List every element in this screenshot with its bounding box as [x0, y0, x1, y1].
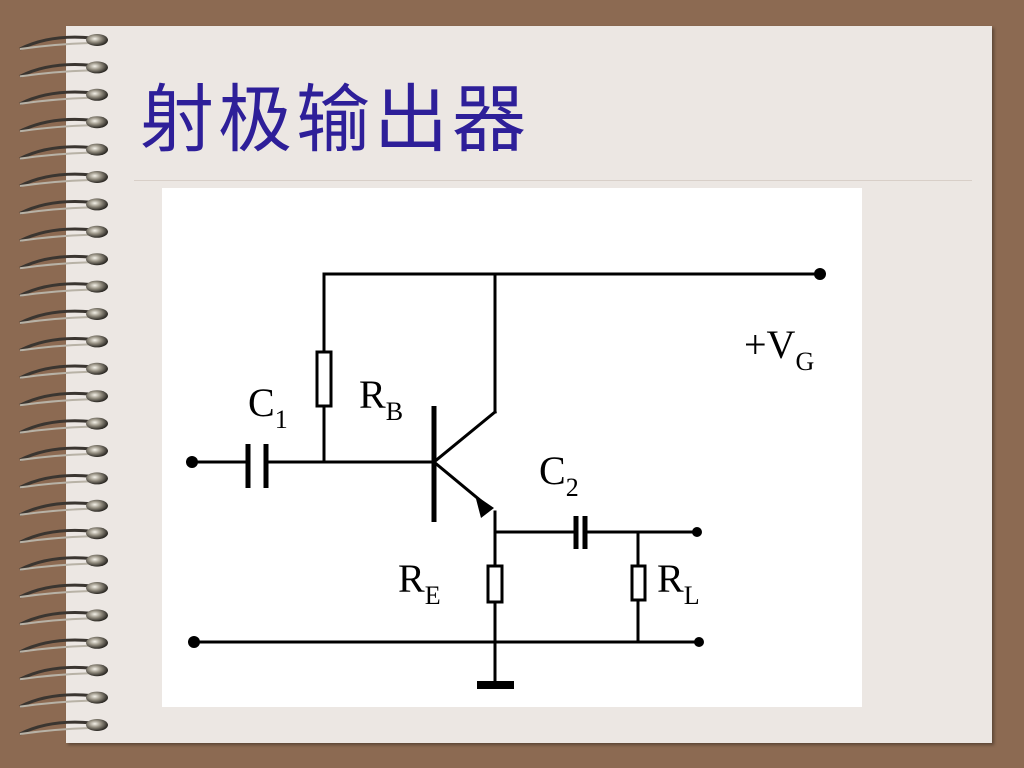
binder-ring — [19, 225, 108, 243]
binder-ring — [19, 198, 108, 215]
binder-ring — [19, 390, 108, 407]
binder-ring — [19, 88, 108, 106]
rb-label: RB — [359, 372, 403, 426]
spiral-rings — [19, 34, 108, 736]
ground-right-terminal — [694, 637, 704, 647]
binder-ring — [19, 445, 108, 462]
re-label: RE — [398, 556, 441, 610]
binder-ring — [19, 362, 108, 380]
slide-title: 射极输出器 — [140, 77, 530, 163]
resistor-rl — [630, 564, 647, 602]
binder-ring — [19, 61, 108, 78]
input-terminal — [186, 456, 198, 468]
rl-label: RL — [657, 556, 700, 610]
title-divider — [134, 180, 972, 181]
binder-ring — [19, 472, 108, 489]
binder-ring — [19, 554, 108, 571]
c2-label: C2 — [539, 448, 579, 502]
binder-ring — [19, 308, 108, 325]
supply-terminal — [814, 268, 826, 280]
output-terminal — [692, 527, 702, 537]
binder-ring — [19, 664, 108, 681]
binder-ring — [19, 691, 108, 708]
circuit-figure: C1 RB +VG C2 RE RL — [162, 188, 862, 707]
c1-label: C1 — [248, 380, 288, 434]
emitter-follower-circuit: C1 RB +VG C2 RE RL — [186, 268, 826, 689]
binder-ring — [19, 143, 108, 160]
binder-ring — [19, 719, 108, 736]
binder-ring — [19, 116, 108, 133]
binder-ring — [19, 253, 108, 270]
spiral-binding — [19, 34, 108, 736]
binder-ring — [19, 34, 108, 51]
binder-ring — [19, 417, 108, 434]
ground-left-terminal — [188, 636, 200, 648]
binder-ring — [19, 636, 108, 654]
binder-ring — [19, 527, 108, 544]
binder-ring — [19, 609, 108, 626]
resistor-re — [486, 564, 504, 604]
resistor-rb — [315, 350, 333, 408]
binder-ring — [19, 171, 108, 188]
binder-ring — [19, 335, 108, 352]
vg-label: +VG — [744, 322, 814, 376]
emitter-arrow-icon — [475, 495, 494, 518]
collector-lead — [431, 409, 498, 465]
binder-ring — [19, 499, 108, 517]
binder-ring — [19, 582, 108, 599]
binder-ring — [19, 280, 108, 297]
